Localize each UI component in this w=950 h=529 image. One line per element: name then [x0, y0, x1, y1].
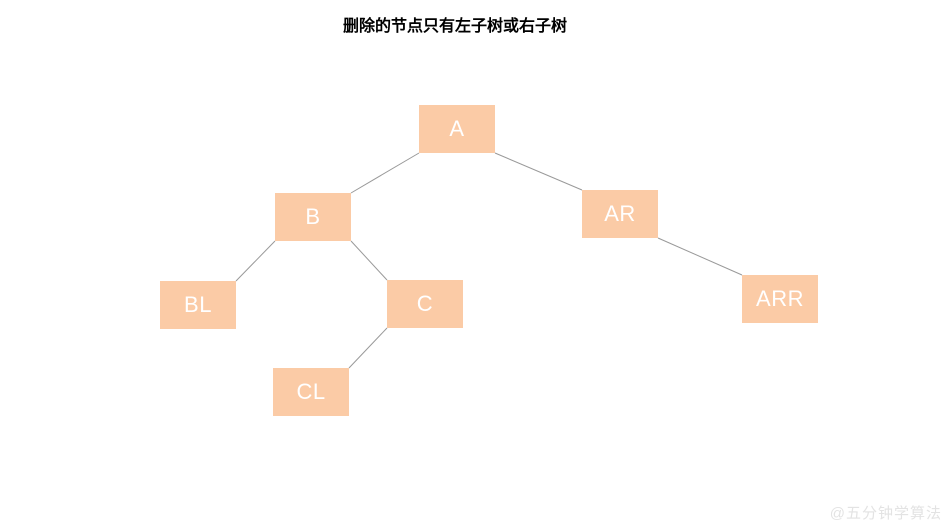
watermark: @五分钟学算法: [829, 505, 942, 522]
tree-node-label: AR: [604, 201, 636, 226]
tree-node-c: C: [387, 280, 463, 328]
tree-node-label: CL: [296, 379, 326, 404]
tree-node-bl: BL: [160, 281, 236, 329]
tree-node-b: B: [275, 193, 351, 241]
tree-edge-b-bl: [235, 240, 276, 282]
tree-node-label: A: [449, 116, 465, 141]
tree-edge-ar-arr: [657, 237, 743, 276]
tree-node-label: BL: [184, 292, 212, 317]
tree-node-cl: CL: [273, 368, 349, 416]
tree-node-a: A: [419, 105, 495, 153]
tree-node-label: B: [305, 204, 321, 229]
tree-edge-c-cl: [348, 327, 388, 369]
tree-node-label: C: [416, 291, 434, 316]
tree-edge-a-ar: [494, 152, 583, 191]
tree-node-arr: ARR: [742, 275, 818, 323]
tree-node-ar: AR: [582, 190, 658, 238]
diagram-title: 删除的节点只有左子树或右子树: [342, 18, 568, 35]
tree-edge-b-c: [350, 240, 388, 281]
tree-edge-a-b: [350, 152, 420, 194]
tree-node-label: ARR: [756, 286, 804, 311]
